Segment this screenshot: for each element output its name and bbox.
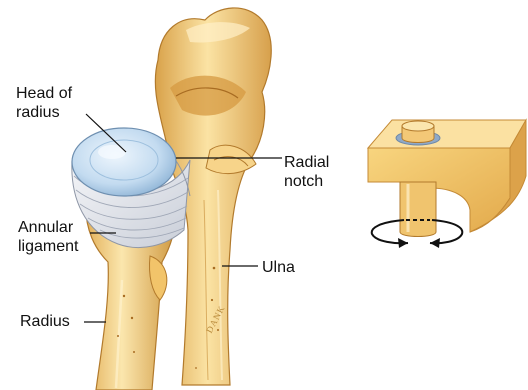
arrow-head-right-icon [430,238,440,248]
pivot-joint-model [368,120,526,248]
head-of-radius [72,128,176,196]
label-annular-ligament-line2: ligament [18,237,78,256]
label-annular-ligament-line1: Annular [18,218,78,237]
label-radial-notch-line2: notch [284,172,329,191]
label-radial-notch: Radial notch [284,153,329,191]
label-radius: Radius [20,312,70,331]
label-head-of-radius: Head of radius [16,84,72,122]
label-head-of-radius-line1: Head of [16,84,72,103]
label-ulna: Ulna [262,258,295,277]
arrow-head-left-icon [398,238,408,248]
label-head-of-radius-line2: radius [16,103,72,122]
label-annular-ligament: Annular ligament [18,218,78,256]
label-radial-notch-line1: Radial [284,153,329,172]
